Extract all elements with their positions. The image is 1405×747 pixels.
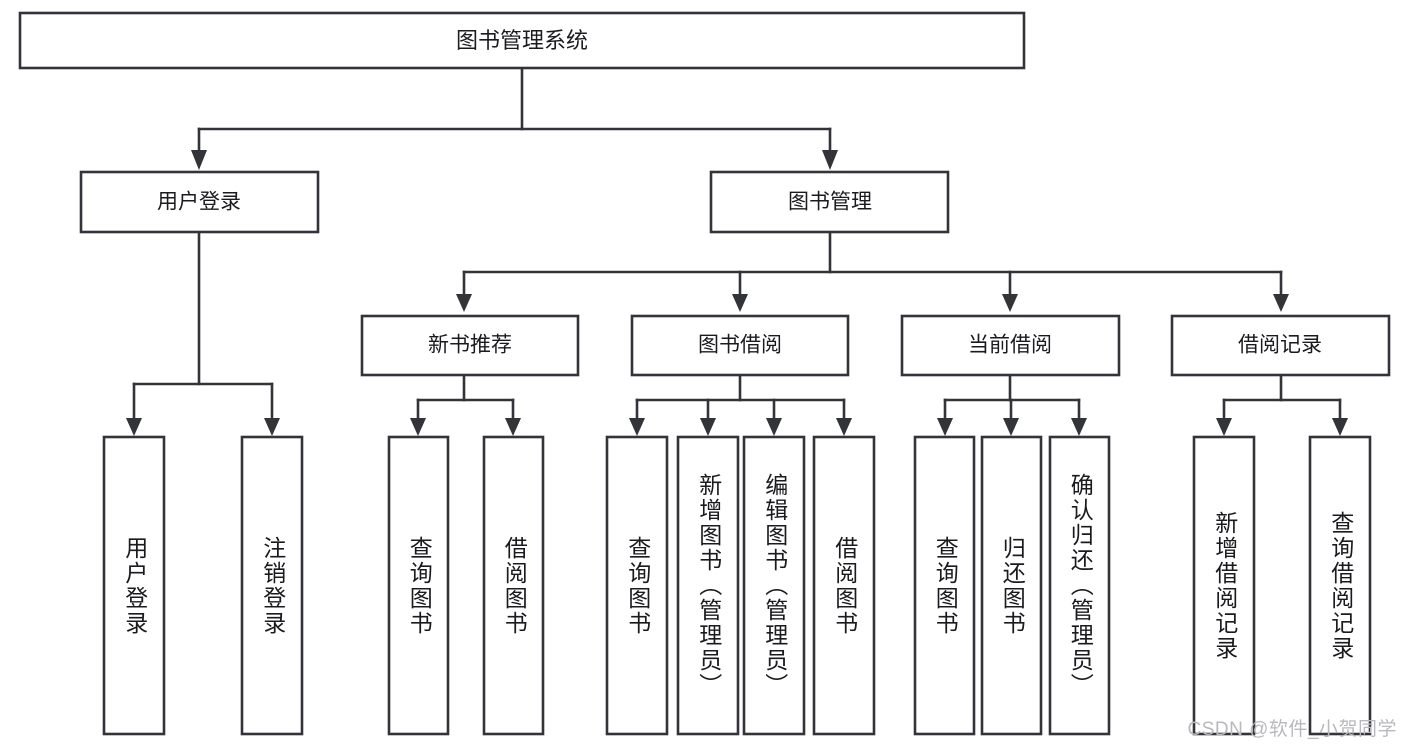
node-root-title-label: 图书管理系统 xyxy=(456,28,588,53)
node-user-login-label: 用户登录 xyxy=(157,191,241,214)
watermark-text: CSDN @软件_小贺同学 xyxy=(1187,719,1397,740)
leaf-box-borrow-book-1[interactable] xyxy=(482,435,545,736)
node-root-title[interactable]: 图书管理系统 xyxy=(18,11,1026,70)
connector-userlogin-to-leaves xyxy=(126,230,280,436)
connector-currentborrow-to-leaves xyxy=(937,373,1087,436)
node-current-borrow-label: 当前借阅 xyxy=(968,334,1052,357)
leaf-box-query-book-3[interactable] xyxy=(913,435,976,736)
leaf-box-add-book[interactable] xyxy=(676,435,740,736)
leaf-box-user-logout[interactable] xyxy=(240,435,304,736)
node-book-management[interactable]: 图书管理 xyxy=(709,170,950,234)
node-book-management-label: 图书管理 xyxy=(788,191,872,214)
node-borrow-record-label: 借阅记录 xyxy=(1238,334,1322,357)
leaf-boxes xyxy=(102,435,1372,736)
node-book-borrow-label: 图书借阅 xyxy=(698,334,782,357)
leaf-box-return-book[interactable] xyxy=(980,435,1043,736)
node-book-borrow[interactable]: 图书借阅 xyxy=(630,314,850,377)
connector-root-to-level1 xyxy=(191,66,838,170)
node-new-book-recommend[interactable]: 新书推荐 xyxy=(360,314,580,377)
node-new-book-recommend-label: 新书推荐 xyxy=(428,334,512,357)
leaf-box-add-record[interactable] xyxy=(1192,435,1256,736)
connector-bookmgmt-to-level2 xyxy=(456,230,1289,312)
leaf-box-borrow-book-2[interactable] xyxy=(812,435,876,736)
node-current-borrow[interactable]: 当前借阅 xyxy=(900,314,1121,377)
node-user-login[interactable]: 用户登录 xyxy=(79,170,320,234)
node-borrow-record[interactable]: 借阅记录 xyxy=(1170,314,1391,377)
connector-newbook-to-leaves xyxy=(410,373,521,436)
connector-borrowrecord-to-leaves xyxy=(1216,373,1348,436)
connector-bookborrow-to-leaves xyxy=(629,373,852,436)
leaf-box-query-book-1[interactable] xyxy=(387,435,450,736)
leaf-box-confirm-return[interactable] xyxy=(1048,435,1111,736)
leaf-box-user-login[interactable] xyxy=(102,435,166,736)
leaf-box-query-record[interactable] xyxy=(1308,435,1372,736)
leaf-box-edit-book[interactable] xyxy=(742,435,806,736)
leaf-box-query-book-2[interactable] xyxy=(605,435,669,736)
